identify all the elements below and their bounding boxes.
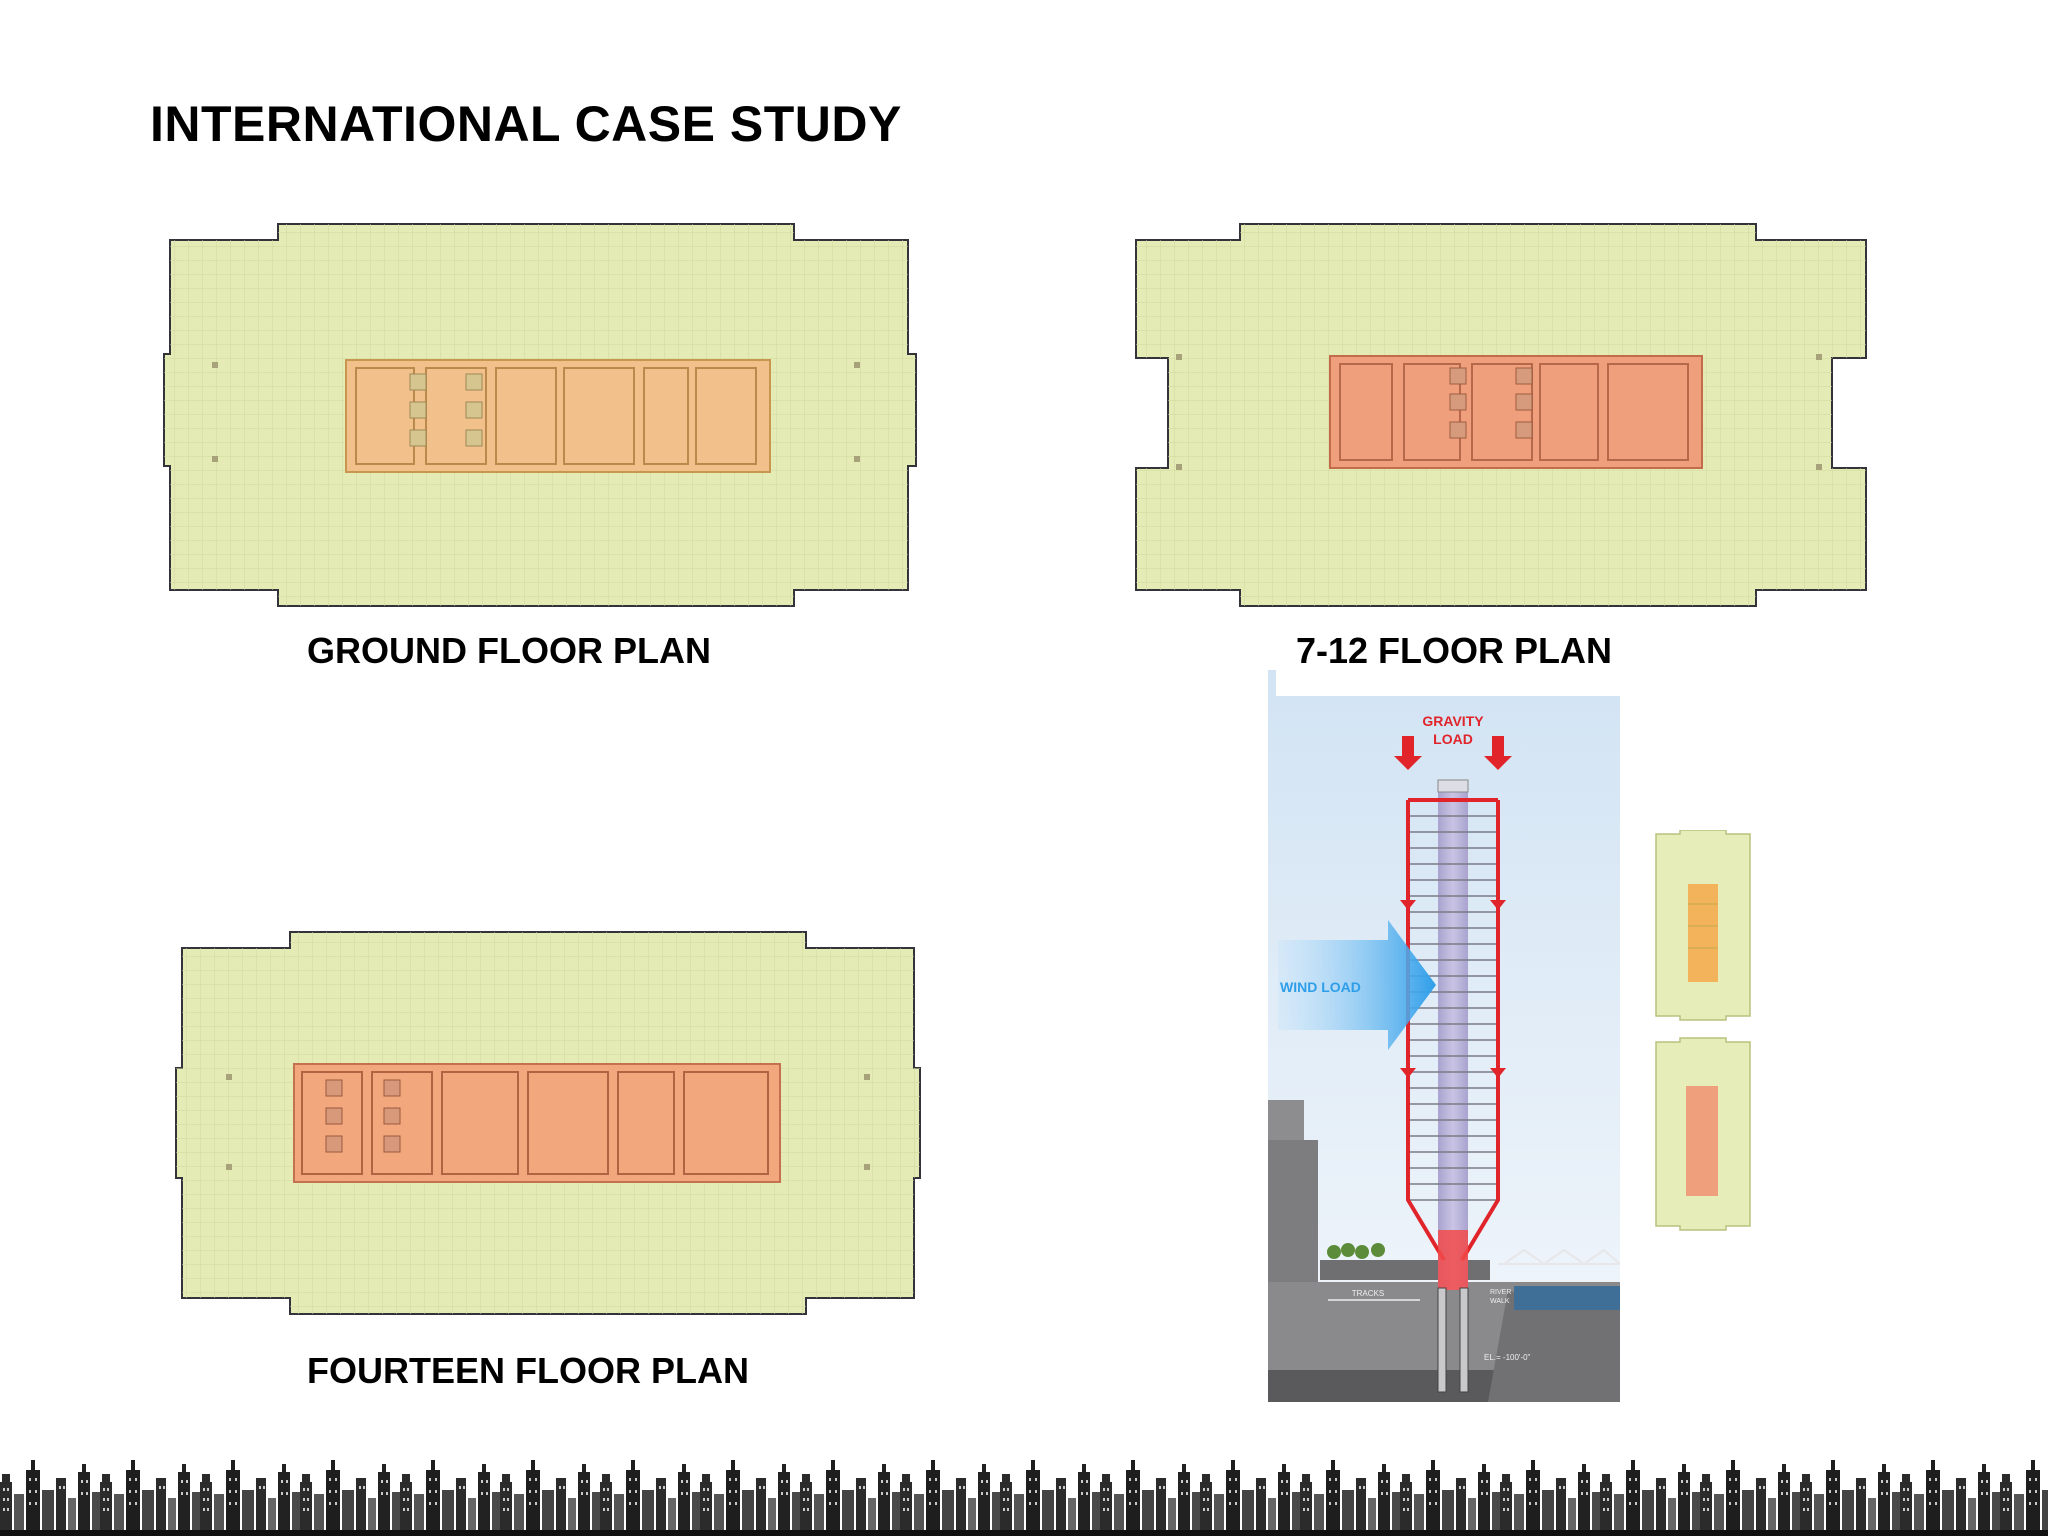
- structural-section-diagram: GRAVITY LOAD WIND LOAD TRACKS RIVER WALK…: [1268, 670, 1620, 1402]
- thumbnail-plans: [1655, 830, 1751, 1231]
- svg-text:TRACKS: TRACKS: [1352, 1289, 1384, 1298]
- gravity-arrows: [1394, 736, 1512, 770]
- svg-text:WIND LOAD: WIND LOAD: [1280, 979, 1361, 995]
- fourteen-floor-plan: [175, 931, 921, 1315]
- wind-arrow: [1278, 920, 1436, 1050]
- typical-floor-caption: 7-12 FLOOR PLAN: [1296, 630, 1613, 671]
- slide-title: INTERNATIONAL CASE STUDY: [150, 96, 902, 152]
- fourteen-floor-caption: FOURTEEN FLOOR PLAN: [307, 1350, 749, 1391]
- ground-floor-caption: GROUND FLOOR PLAN: [307, 630, 711, 671]
- transfer-zone: [1438, 1230, 1468, 1290]
- thumbnail-plan-upper: [1655, 830, 1751, 1021]
- city-skyline-footer: [0, 1452, 2048, 1536]
- typical-floor-plan: [1135, 223, 1867, 607]
- svg-text:GRAVITY: GRAVITY: [1422, 713, 1484, 729]
- structural-frame: [1406, 800, 1500, 1262]
- svg-text:WALK: WALK: [1490, 1298, 1510, 1305]
- ground-floor-plan: [163, 223, 917, 607]
- thumbnail-plan-lower: [1655, 1037, 1751, 1231]
- river: [1514, 1286, 1620, 1310]
- building-core: [293, 1063, 781, 1183]
- svg-text:LOAD: LOAD: [1433, 731, 1473, 747]
- svg-text:EL.= -100'-0": EL.= -100'-0": [1484, 1353, 1531, 1362]
- svg-text:RIVER: RIVER: [1490, 1289, 1511, 1296]
